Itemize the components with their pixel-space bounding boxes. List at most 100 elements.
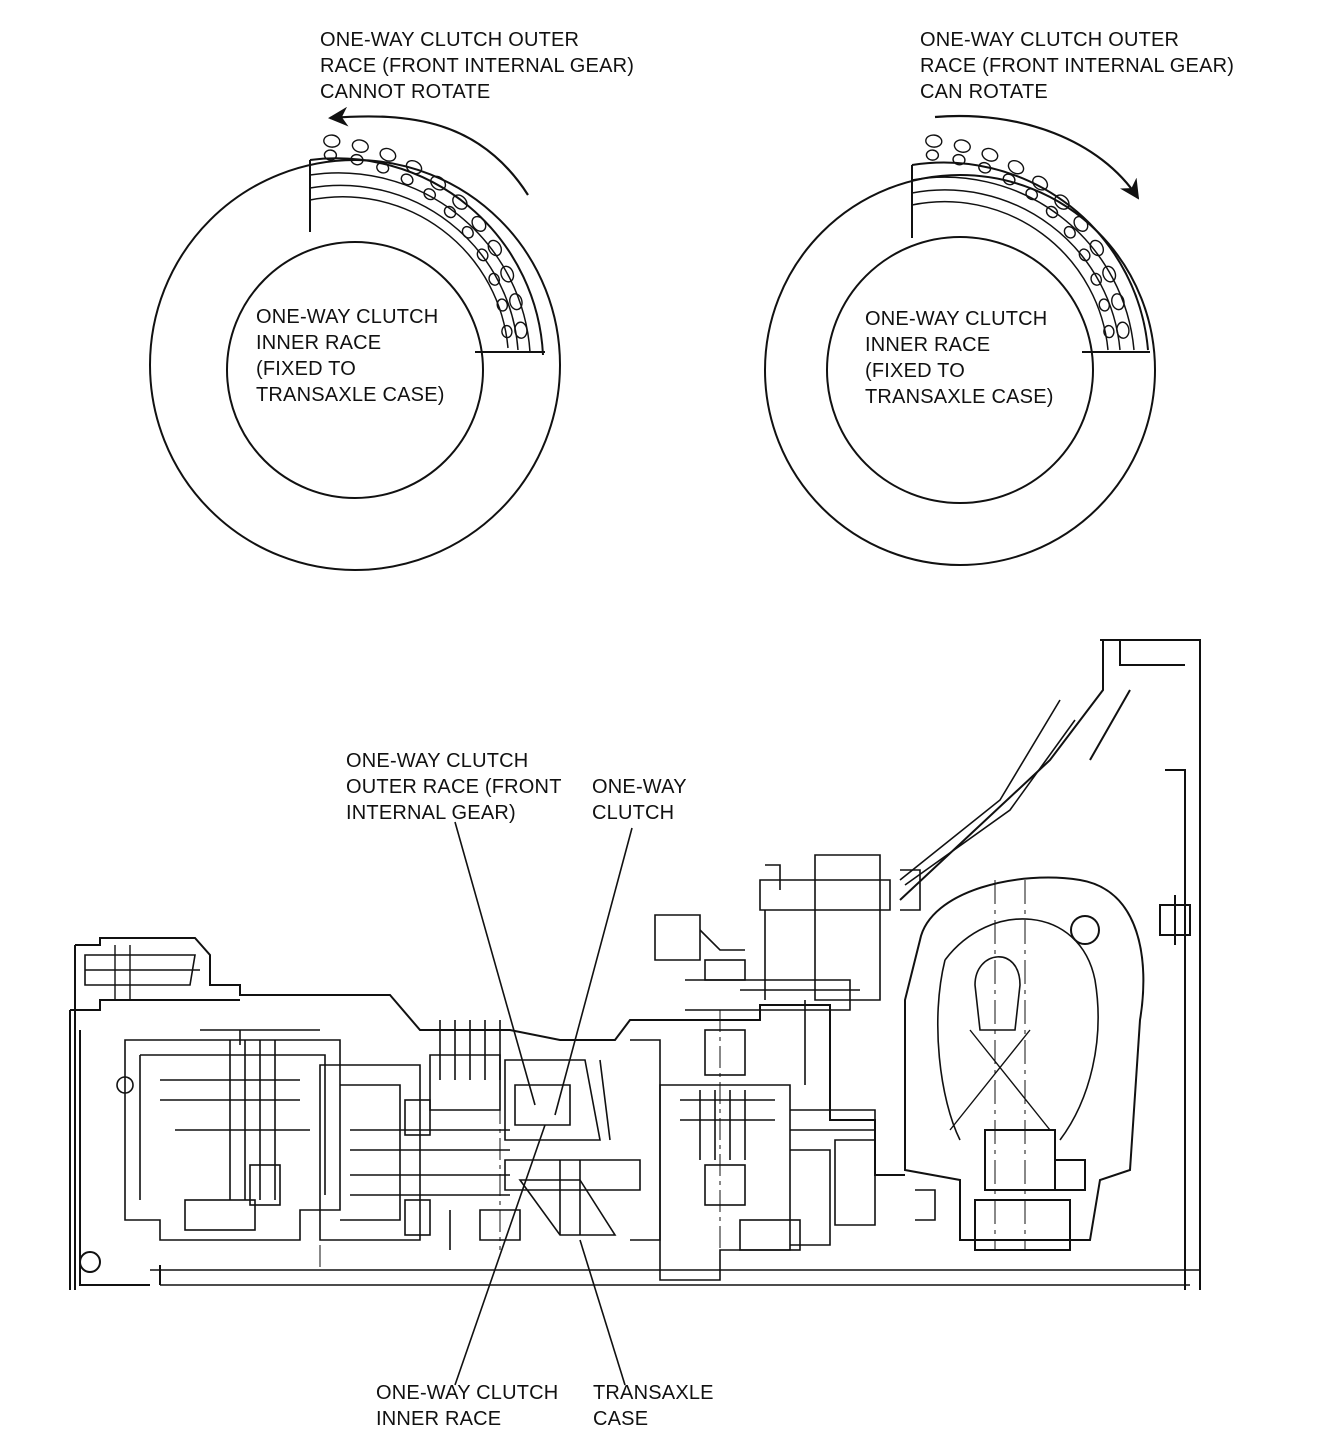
right-inner-race-line-3: (FIXED TO xyxy=(865,360,965,382)
right-sprag-roller xyxy=(952,153,966,166)
right-inner-race-line-1: ONE-WAY CLUTCH xyxy=(865,308,1048,330)
one-way-clutch-callout-line-2: CLUTCH xyxy=(592,802,675,824)
left-sprag-roller xyxy=(500,265,515,283)
front-clutch-pack xyxy=(659,1084,876,1281)
right-sprag-roller xyxy=(925,149,940,161)
right-clutch-diagram xyxy=(764,114,1156,566)
left-outer-race-line-2: RACE (FRONT INTERNAL GEAR) xyxy=(320,55,635,77)
left-sprag-roller xyxy=(476,248,489,262)
right-sprag-roller xyxy=(978,161,992,174)
right-rotation-arrow xyxy=(934,114,1140,200)
left-outer-race-label: ONE-WAY CLUTCH OUTER RACE (FRONT INTERNA… xyxy=(320,27,634,105)
transaxle-case-leader xyxy=(579,1239,626,1386)
left-sprag-roller xyxy=(423,188,437,201)
right-sprag-roller xyxy=(1025,188,1039,201)
left-sprag-roller xyxy=(487,239,503,257)
one-way-clutch-callout: ONE-WAY CLUTCH xyxy=(592,774,687,826)
outer-race-callout: ONE-WAY CLUTCH OUTER RACE (FRONT INTERNA… xyxy=(346,748,562,826)
left-clutch-diagram xyxy=(149,106,561,571)
right-sprag-roller xyxy=(953,139,971,153)
inner-race-callout-line-1: ONE-WAY CLUTCH xyxy=(376,1382,559,1404)
oil-pump-area xyxy=(654,854,936,1226)
left-sprag-roller xyxy=(514,321,528,339)
left-sprag-roller xyxy=(351,139,369,153)
rear-clutch-pack xyxy=(116,1029,341,1241)
one-way-clutch-callout-line-1: ONE-WAY xyxy=(592,776,687,798)
left-outer-race-line-3: CANNOT ROTATE xyxy=(320,81,491,103)
left-sprag-roller xyxy=(488,272,501,286)
right-sprag-roller xyxy=(925,134,943,148)
left-sprag-roller xyxy=(350,153,364,166)
left-inner-race-label: ONE-WAY CLUTCH INNER RACE (FIXED TO TRAN… xyxy=(256,304,445,408)
right-sprag-roller xyxy=(1116,321,1130,339)
right-outer-race-label: ONE-WAY CLUTCH OUTER RACE (FRONT INTERNA… xyxy=(920,27,1234,105)
left-sprag-roller xyxy=(496,298,509,312)
inner-race-callout: ONE-WAY CLUTCH INNER RACE xyxy=(376,1380,558,1432)
right-inner-race-line-4: TRANSAXLE CASE) xyxy=(865,386,1054,408)
right-inner-race-line-2: INNER RACE xyxy=(865,334,991,356)
right-outer-race-line-1: ONE-WAY CLUTCH OUTER xyxy=(920,29,1180,51)
right-sprag-roller xyxy=(1054,194,1070,210)
left-rotation-arrow xyxy=(328,106,529,196)
right-inner-race-circle xyxy=(826,236,1094,504)
left-sprag-roller xyxy=(323,149,338,161)
left-sprag-roller xyxy=(471,215,487,232)
one-way-clutch-inner-race xyxy=(518,1179,617,1236)
right-sprag-roller xyxy=(1045,205,1059,219)
right-sprag-roller xyxy=(981,147,999,162)
right-outer-race-circle xyxy=(764,174,1156,566)
transaxle-case-callout-line-1: TRANSAXLE xyxy=(593,1382,714,1404)
inner-race-callout-line-2: INNER RACE xyxy=(376,1408,502,1430)
left-sprag-roller xyxy=(379,147,397,162)
outer-race-callout-line-2: OUTER RACE (FRONT xyxy=(346,776,562,798)
outer-race-callout-line-1: ONE-WAY CLUTCH xyxy=(346,750,529,772)
inner-race-leader xyxy=(454,1124,546,1386)
right-sprag-roller xyxy=(1098,298,1111,312)
right-sprag-roller xyxy=(1102,265,1117,283)
left-sprag-roller xyxy=(405,159,423,175)
transaxle-case-outline xyxy=(74,937,905,1290)
left-outer-race-line-1: ONE-WAY CLUTCH OUTER xyxy=(320,29,580,51)
one-way-clutch-leader xyxy=(554,827,633,1116)
right-sprag-roller xyxy=(1103,324,1115,339)
transaxle-cross-section xyxy=(69,639,1201,1290)
left-sprag-roller xyxy=(443,205,457,219)
transaxle-case-callout: TRANSAXLE CASE xyxy=(593,1380,714,1432)
left-sprag-roller xyxy=(323,134,341,148)
right-sprag-roller xyxy=(1073,215,1089,232)
left-sprag-roller xyxy=(376,161,390,174)
left-sprag-band xyxy=(309,134,545,356)
left-sprag-roller xyxy=(452,194,468,210)
right-sprag-roller xyxy=(1063,225,1076,239)
right-sprag-roller xyxy=(1032,175,1049,191)
right-sprag-roller xyxy=(1090,272,1103,286)
torque-converter-outline xyxy=(904,876,1145,1241)
right-sprag-roller xyxy=(1007,159,1025,175)
left-inner-race-line-3: (FIXED TO xyxy=(256,358,356,380)
left-inner-race-circle xyxy=(226,241,484,499)
right-inner-race-label: ONE-WAY CLUTCH INNER RACE (FIXED TO TRAN… xyxy=(865,306,1054,410)
callout-leaders xyxy=(454,821,633,1386)
right-sprag-roller xyxy=(1078,248,1091,262)
planetary-gear-set xyxy=(319,1020,661,1250)
converter-housing-outline xyxy=(899,639,1201,1290)
left-inner-race-line-1: ONE-WAY CLUTCH xyxy=(256,306,439,328)
right-sprag-roller xyxy=(1089,239,1105,257)
outer-race-callout-line-3: INTERNAL GEAR) xyxy=(346,802,516,824)
left-sprag-roller xyxy=(509,293,523,311)
left-sprag-roller xyxy=(461,225,474,239)
one-way-clutch-outer-race xyxy=(504,1059,601,1141)
left-inner-race-line-2: INNER RACE xyxy=(256,332,382,354)
left-sprag-roller xyxy=(430,175,447,191)
right-outer-race-line-2: RACE (FRONT INTERNAL GEAR) xyxy=(920,55,1235,77)
right-outer-race-line-3: CAN ROTATE xyxy=(920,81,1048,103)
right-sprag-band xyxy=(911,134,1150,353)
outer-race-leader xyxy=(454,821,536,1106)
transaxle-case-callout-line-2: CASE xyxy=(593,1408,649,1430)
left-sprag-roller xyxy=(400,173,414,186)
left-sprag-roller xyxy=(501,324,513,339)
left-inner-race-line-4: TRANSAXLE CASE) xyxy=(256,384,445,406)
right-sprag-roller xyxy=(1002,173,1016,186)
right-sprag-roller xyxy=(1111,293,1125,311)
